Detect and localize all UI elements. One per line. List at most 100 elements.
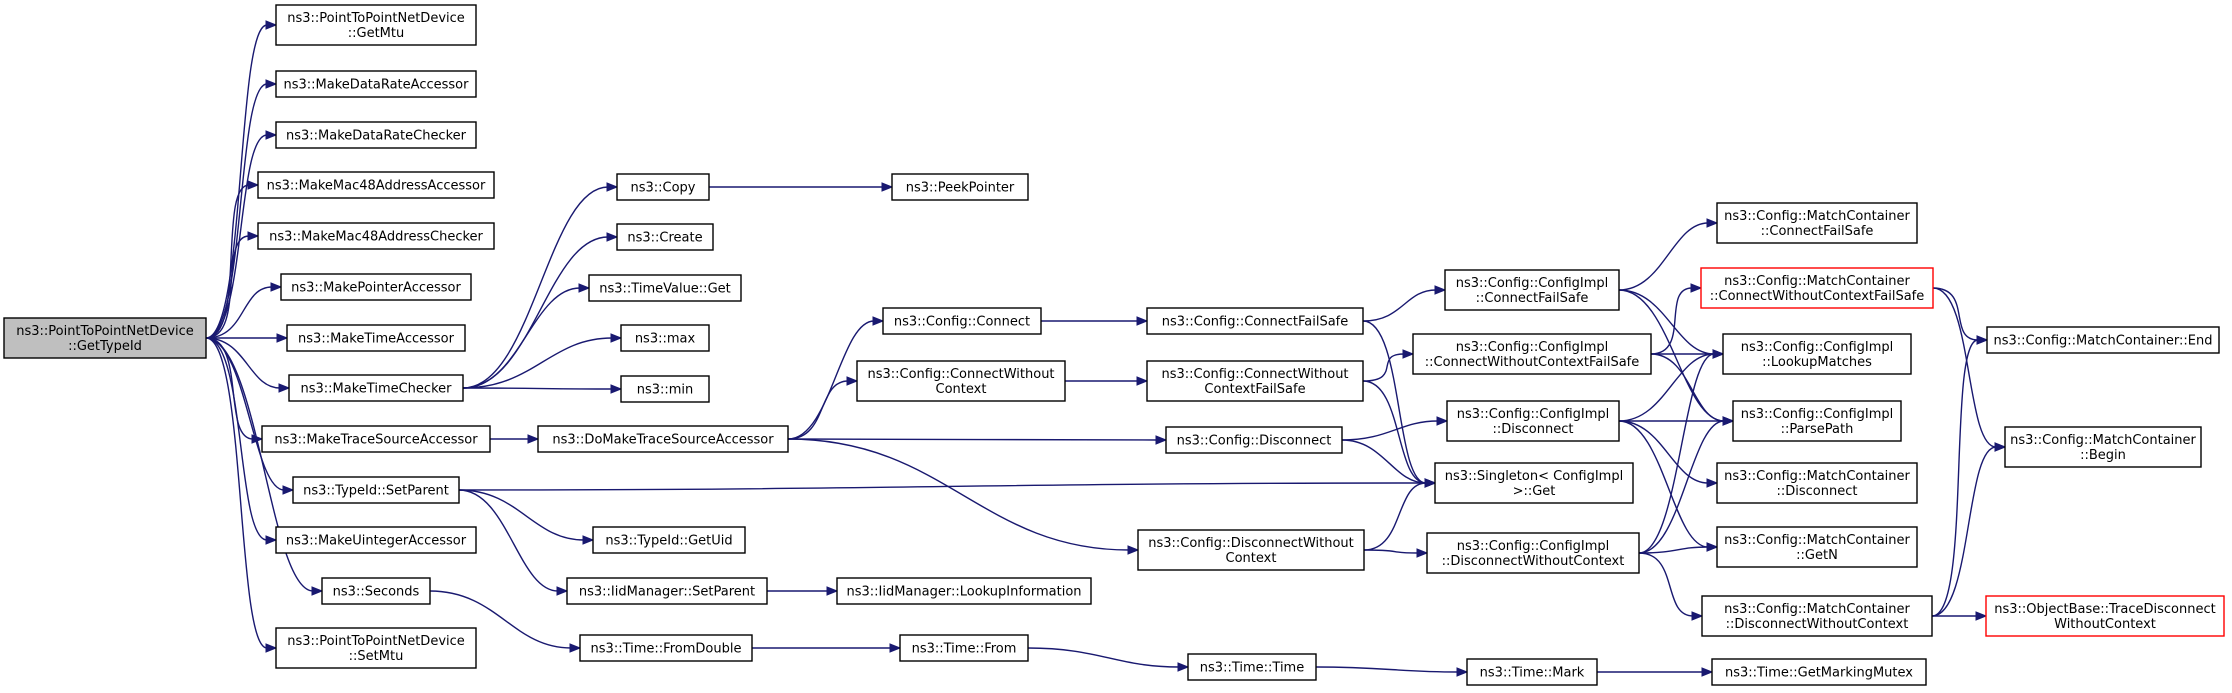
node-lookupMatches[interactable]: ns3::Config::ConfigImpl::LookupMatches — [1722, 333, 1912, 375]
arrowhead-icon — [1691, 611, 1704, 621]
arrowhead-icon — [1706, 478, 1719, 488]
node-label: ::GetMtu — [348, 26, 404, 41]
node-mktimeChk[interactable]: ns3::MakeTimeChecker — [288, 374, 464, 402]
edge-mktimeChk-to-max — [462, 333, 623, 389]
node-mcConnectFs[interactable]: ns3::Config::MatchContainer::ConnectFail… — [1716, 202, 1918, 244]
edge-doMkTs-to-cfgDisconnect — [787, 435, 1168, 445]
arrowhead-icon — [265, 130, 278, 140]
node-obTraceDisc[interactable]: ns3::ObjectBase::TraceDisconnectWithoutC… — [1985, 595, 2225, 637]
node-copy[interactable]: ns3::Copy — [616, 173, 710, 201]
edge-line — [1341, 420, 1439, 441]
node-mkmacChk[interactable]: ns3::MakeMac48AddressChecker — [257, 222, 495, 250]
edge-timeFrom-to-timeTime — [1027, 647, 1190, 672]
edges-layer — [205, 20, 2007, 677]
node-peek[interactable]: ns3::PeekPointer — [891, 173, 1029, 201]
edge-line — [1618, 420, 1709, 548]
node-getmtu[interactable]: ns3::PointToPointNetDevice::GetMtu — [275, 4, 477, 46]
arrowhead-icon — [1136, 316, 1149, 326]
node-box — [620, 375, 710, 403]
node-timeMark[interactable]: ns3::Time::Mark — [1466, 658, 1598, 686]
node-label: ns3::MakeTimeChecker — [301, 382, 453, 397]
arrowhead-icon — [881, 182, 894, 192]
node-box — [856, 360, 1066, 402]
node-mktsAcc[interactable]: ns3::MakeTraceSourceAccessor — [261, 425, 491, 453]
node-implConnectFs[interactable]: ns3::Config::ConfigImpl::ConnectFailSafe — [1444, 269, 1620, 311]
node-mkptrAcc[interactable]: ns3::MakePointerAccessor — [280, 273, 472, 301]
edge-implConnectWoFs-to-parsePath — [1650, 353, 1735, 426]
node-cfgConnectWo[interactable]: ns3::Config::ConnectWithoutContext — [856, 360, 1066, 402]
node-box — [1444, 269, 1620, 311]
node-label: ns3::Time::FromDouble — [591, 642, 742, 657]
node-root[interactable]: ns3::PointToPointNetDevice::GetTypeId — [3, 317, 207, 359]
node-create[interactable]: ns3::Create — [616, 223, 714, 251]
node-implDisconnect[interactable]: ns3::Config::ConfigImpl::Disconnect — [1446, 400, 1620, 442]
node-box — [3, 317, 207, 359]
edge-cfgConnectWo-to-cfgConnectWoFs — [1065, 376, 1149, 386]
node-singleton[interactable]: ns3::Singleton< ConfigImpl>::Get — [1434, 462, 1634, 504]
node-iidLookup[interactable]: ns3::IidManager::LookupInformation — [836, 577, 1092, 605]
node-setmtu[interactable]: ns3::PointToPointNetDevice::SetMtu — [275, 627, 477, 669]
node-box — [286, 324, 466, 352]
node-mcConnectWoFs[interactable]: ns3::Config::MatchContainer::ConnectWith… — [1700, 267, 1934, 309]
node-tidGetUid[interactable]: ns3::TypeId::GetUid — [592, 526, 746, 554]
edge-doMkTs-to-cfgDisconnectWo — [787, 438, 1140, 555]
node-label: ::DisconnectWithoutContext — [1726, 617, 1909, 632]
edge-iidSetParent-to-iidLookup — [767, 586, 839, 596]
edge-line — [1932, 287, 1997, 448]
node-parsePath[interactable]: ns3::Config::ConfigImpl::ParsePath — [1732, 400, 1902, 442]
node-label: Context — [1226, 551, 1277, 566]
node-timeFrom[interactable]: ns3::Time::From — [899, 634, 1029, 662]
arrowhead-icon — [1994, 442, 2007, 452]
node-cfgDisconnect[interactable]: ns3::Config::Disconnect — [1165, 426, 1343, 454]
node-box — [616, 173, 710, 201]
node-mcBegin[interactable]: ns3::Config::MatchContainer::Begin — [2004, 426, 2202, 468]
node-doMkTs[interactable]: ns3::DoMakeTraceSourceAccessor — [537, 425, 789, 453]
arrowhead-icon — [610, 333, 623, 343]
node-mcDisconnect[interactable]: ns3::Config::MatchContainer::Disconnect — [1716, 462, 1918, 504]
node-label: ns3::PointToPointNetDevice — [287, 11, 465, 26]
node-getMarkMutex[interactable]: ns3::Time::GetMarkingMutex — [1711, 658, 1927, 686]
node-box — [1165, 426, 1343, 454]
node-label: ns3::PointToPointNetDevice — [287, 634, 465, 649]
node-mkdrChk[interactable]: ns3::MakeDataRateChecker — [275, 121, 477, 149]
node-mkuintAcc[interactable]: ns3::MakeUintegerAccessor — [275, 526, 477, 554]
node-iidSetParent[interactable]: ns3::IidManager::SetParent — [566, 577, 768, 605]
node-implDisconnectWo[interactable]: ns3::Config::ConfigImpl::DisconnectWitho… — [1426, 532, 1640, 574]
node-min[interactable]: ns3::min — [620, 375, 710, 403]
node-mkdrAcc[interactable]: ns3::MakeDataRateAccessor — [275, 70, 477, 98]
node-cfgConnectWoFs[interactable]: ns3::Config::ConnectWithoutContextFailSa… — [1146, 360, 1364, 402]
node-mcDisconnectWo[interactable]: ns3::Config::MatchContainer::DisconnectW… — [1701, 595, 1933, 637]
node-seconds[interactable]: ns3::Seconds — [321, 577, 431, 605]
edge-doMkTs-to-cfgConnect — [787, 316, 885, 440]
edge-line — [462, 387, 613, 390]
node-timeTime[interactable]: ns3::Time::Time — [1187, 653, 1317, 681]
node-cfgConnect[interactable]: ns3::Config::Connect — [882, 307, 1042, 335]
node-label: ns3::max — [635, 332, 696, 347]
node-tidSetParent[interactable]: ns3::TypeId::SetParent — [292, 476, 460, 504]
node-max[interactable]: ns3::max — [620, 324, 710, 352]
node-box — [616, 223, 714, 251]
node-cfgDisconnectWo[interactable]: ns3::Config::DisconnectWithoutContext — [1137, 529, 1365, 571]
node-mktimeAcc[interactable]: ns3::MakeTimeAccessor — [286, 324, 466, 352]
edge-implDisconnect-to-mcDisconnect — [1618, 420, 1719, 488]
node-mcEnd[interactable]: ns3::Config::MatchContainer::End — [1986, 326, 2220, 354]
node-tvget[interactable]: ns3::TimeValue::Get — [588, 274, 742, 302]
arrowhead-icon — [1975, 611, 1988, 621]
edge-line — [205, 235, 250, 339]
edge-doMkTs-to-cfgConnectWo — [787, 376, 859, 440]
node-mkmacAcc[interactable]: ns3::MakeMac48AddressAccessor — [257, 171, 495, 199]
node-label: ns3::Config::MatchContainer — [1724, 533, 1910, 548]
node-label: ns3::IidManager::SetParent — [579, 585, 755, 600]
node-cfgConnectFs[interactable]: ns3::Config::ConnectFailSafe — [1146, 307, 1364, 335]
edge-root-to-tidSetParent — [205, 337, 295, 495]
edge-line — [205, 337, 268, 649]
edge-line — [205, 184, 250, 339]
node-label: ns3::IidManager::LookupInformation — [846, 585, 1081, 600]
edge-root-to-seconds — [205, 337, 324, 596]
node-label: ns3::Config::ConfigImpl — [1456, 340, 1609, 355]
arrowhead-icon — [582, 535, 595, 545]
node-implConnectWoFs[interactable]: ns3::Config::ConfigImpl::ConnectWithoutC… — [1412, 333, 1652, 375]
node-mcGetN[interactable]: ns3::Config::MatchContainer::GetN — [1716, 526, 1918, 568]
node-fromDouble[interactable]: ns3::Time::FromDouble — [579, 634, 753, 662]
node-label: ns3::min — [637, 383, 694, 398]
